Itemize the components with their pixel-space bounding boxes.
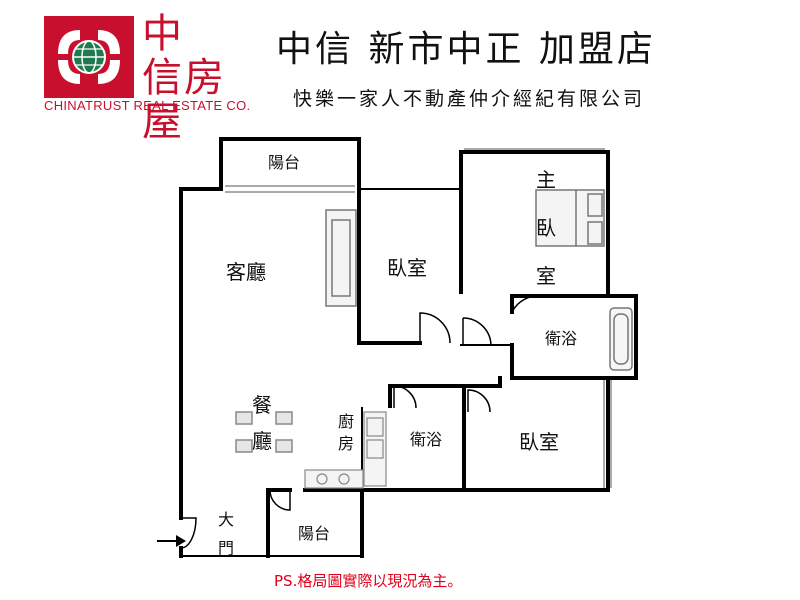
- room-label-master-1: 主: [536, 168, 556, 192]
- globe-logo-icon: [58, 30, 120, 84]
- dining-table-icon: [235, 411, 293, 453]
- company-name: 快樂一家人不動產仲介經紀有限公司: [293, 88, 646, 110]
- brand-name-line2: 信房屋: [142, 55, 226, 145]
- kitchen-counter-icon: [304, 411, 387, 489]
- room-label-kitchen-1: 廚: [338, 412, 354, 431]
- brand-name-en: CHINATRUST REAL ESTATE CO.: [44, 98, 251, 113]
- brand-name-cn: 中 信房屋: [142, 12, 262, 144]
- room-label-dining-1: 餐: [252, 393, 272, 417]
- room-label-bath-master: 衛浴: [545, 329, 577, 348]
- brand-name-line1: 中: [142, 11, 184, 57]
- room-label-master-3: 室: [536, 264, 556, 288]
- room-label-entrance-1: 大: [218, 510, 234, 529]
- room-label-entrance-2: 門: [218, 539, 234, 558]
- room-label-bedroom-2: 臥室: [519, 430, 559, 454]
- room-label-living: 客廳: [226, 260, 266, 284]
- logo-mark: [44, 16, 134, 98]
- bed-icon: [535, 189, 605, 247]
- room-label-dining-2: 廳: [252, 429, 272, 453]
- door-arcs: [180, 295, 543, 549]
- bathtub-icon: [609, 307, 633, 371]
- room-label-kitchen-2: 房: [338, 434, 354, 453]
- store-title: 中信 新市中正 加盟店: [276, 29, 656, 70]
- room-label-bedroom-1: 臥室: [387, 256, 427, 280]
- room-label-bath-2: 衛浴: [410, 430, 442, 449]
- room-label-balcony-bottom: 陽台: [298, 524, 330, 543]
- entrance-arrow-icon: [157, 535, 186, 547]
- disclaimer-note: PS.格局圖實際以現況為主。: [274, 572, 463, 590]
- room-label-balcony-top: 陽台: [268, 153, 300, 172]
- sofa-icon: [325, 209, 357, 307]
- room-label-master-2: 臥: [536, 216, 556, 240]
